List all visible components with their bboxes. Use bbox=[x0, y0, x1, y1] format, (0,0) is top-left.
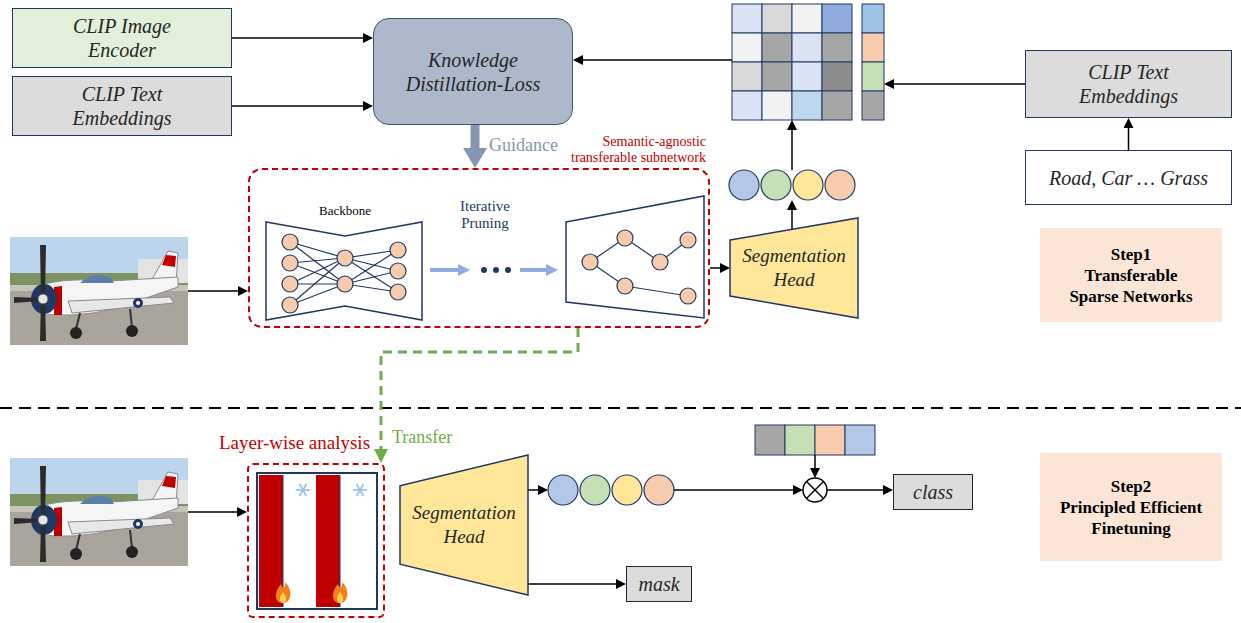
box-label: CLIP Text Embeddings bbox=[57, 82, 187, 130]
subnetwork-region: Semantic-agnostic transferable subnetwor… bbox=[248, 168, 710, 328]
feature-arrow bbox=[791, 130, 793, 170]
region-heading: Semantic-agnostic transferable subnetwor… bbox=[546, 134, 706, 166]
segmentation-head: Segmentation Head bbox=[730, 218, 858, 318]
flow-arrow bbox=[232, 105, 363, 107]
transfer-arrow bbox=[381, 328, 578, 449]
trapezoid-outline bbox=[400, 455, 528, 595]
matrix-arrow bbox=[583, 59, 732, 61]
step-box: Step1Transferable Sparse Networks bbox=[1040, 228, 1222, 322]
region-heading: Layer-wise analysis bbox=[219, 431, 370, 455]
layer-analysis-region: Layer-wise analysis bbox=[247, 463, 385, 618]
class-box: class bbox=[893, 474, 973, 510]
segmentation-head: Segmentation Head bbox=[400, 455, 528, 595]
input-photo bbox=[10, 237, 188, 345]
step-title: Step1 bbox=[1111, 244, 1152, 265]
step-name: Principled Efficient Finetuning bbox=[1049, 497, 1214, 539]
similarity-matrix bbox=[732, 4, 852, 120]
class-names-box: Road, Car … Grass bbox=[1025, 150, 1232, 205]
flow-arrow bbox=[1128, 128, 1130, 150]
edge-label: Guidance bbox=[487, 135, 560, 156]
output-label: mask bbox=[638, 572, 679, 596]
trapezoid-outline bbox=[730, 218, 858, 318]
flow-arrow bbox=[528, 583, 616, 585]
text-embedding-vector bbox=[755, 425, 875, 455]
edge-label: Transfer bbox=[390, 427, 454, 448]
sparse-subnetwork bbox=[566, 196, 704, 318]
layer-stack bbox=[257, 473, 377, 609]
step-title: Step2 bbox=[1111, 476, 1152, 497]
input-photo bbox=[10, 458, 188, 566]
box-label: Knowledge Distillation-Loss bbox=[388, 48, 558, 96]
feature-circles bbox=[548, 475, 674, 505]
flow-arrow bbox=[710, 267, 720, 269]
input-arrow bbox=[188, 511, 237, 513]
embedding-arrow bbox=[894, 83, 1025, 85]
step-label: Iterative Pruning bbox=[443, 198, 527, 232]
head-label: Segmentation Head bbox=[408, 501, 520, 549]
input-arrow bbox=[188, 290, 238, 292]
box-label: CLIP Text Embeddings bbox=[1054, 60, 1204, 108]
backbone-network bbox=[266, 222, 422, 320]
part-label: Backbone bbox=[300, 203, 390, 218]
feature-circles bbox=[729, 170, 855, 200]
class-arrow bbox=[827, 489, 883, 491]
step-box: Step2Principled Efficient Finetuning bbox=[1040, 453, 1222, 561]
box-label: Road, Car … Grass bbox=[1049, 166, 1208, 190]
mask-box: mask bbox=[626, 566, 692, 602]
embedding-box: CLIP Text Embeddings bbox=[12, 76, 232, 136]
text-embedding-vector bbox=[862, 4, 884, 120]
encoder-box: CLIP Image Encoder bbox=[12, 8, 232, 68]
embedding-box: CLIP Text Embeddings bbox=[1025, 50, 1232, 118]
output-label: class bbox=[913, 480, 953, 504]
head-label: Segmentation Head bbox=[738, 244, 850, 292]
multiply-symbol bbox=[803, 478, 827, 502]
loss-box: Knowledge Distillation-Loss bbox=[373, 18, 573, 125]
feature-arrow bbox=[674, 489, 793, 491]
embedding-arrow bbox=[814, 455, 816, 468]
pruning-arrows bbox=[430, 267, 546, 273]
box-label: CLIP Image Encoder bbox=[57, 14, 187, 62]
flow-arrow bbox=[232, 37, 363, 39]
feature-arrow bbox=[791, 210, 793, 229]
step-name: Transferable Sparse Networks bbox=[1061, 265, 1201, 307]
guidance-arrow bbox=[471, 125, 480, 148]
section-divider bbox=[0, 407, 1241, 409]
